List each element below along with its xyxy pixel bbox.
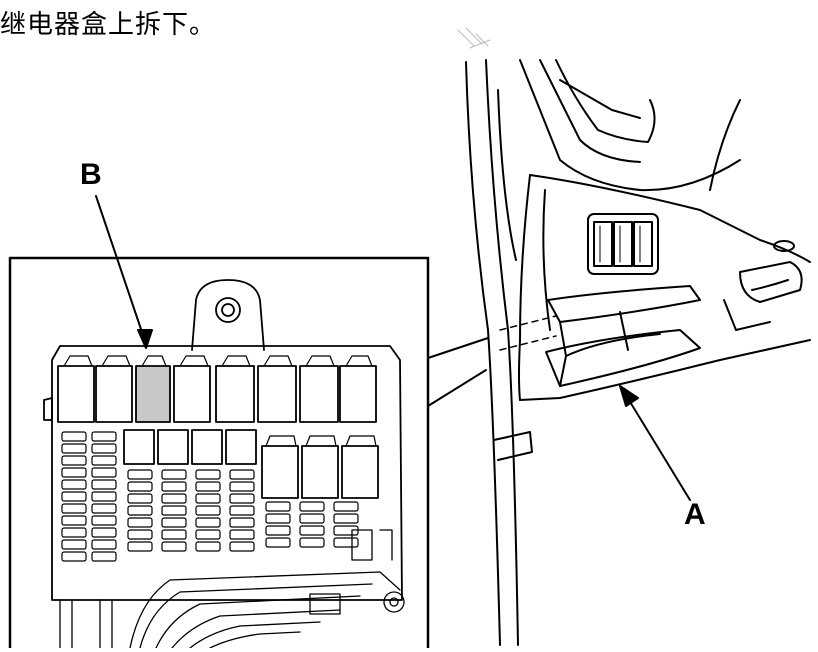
mini-fuse [265, 501, 291, 512]
mini-fuse [61, 551, 87, 562]
arrowhead-a [619, 385, 639, 407]
mini-fuse [91, 515, 117, 526]
dashed-guide-lines [499, 315, 557, 351]
mini-fuse [91, 551, 117, 562]
mini-fuse [229, 529, 255, 540]
mini-fuse [161, 469, 187, 480]
mini-fuse [195, 493, 221, 504]
dashboard-side-panel [465, 59, 811, 646]
mini-fuse [229, 517, 255, 528]
mini-fuse [229, 541, 255, 552]
mini-fuse [195, 505, 221, 516]
mini-fuse [91, 479, 117, 490]
mini-fuse [229, 481, 255, 492]
mini-fuse [91, 455, 117, 466]
middle-relays [123, 429, 379, 499]
highlighted-fuse-b [135, 365, 171, 423]
mini-fuse [91, 503, 117, 514]
mini-fuse [61, 503, 87, 514]
mini-fuse [127, 529, 153, 540]
mini-fuse [195, 481, 221, 492]
mini-fuse [127, 469, 153, 480]
mini-fuse [195, 529, 221, 540]
top-relay-row [57, 355, 377, 423]
mini-fuse [265, 513, 291, 524]
mini-fuse [333, 513, 359, 524]
mini-fuse [91, 443, 117, 454]
mini-fuse [299, 501, 325, 512]
mini-fuse [161, 541, 187, 552]
mini-fuse [299, 525, 325, 536]
mini-fuse [161, 493, 187, 504]
mini-fuse [229, 493, 255, 504]
mini-fuse [333, 537, 359, 548]
mini-fuse-columns [61, 431, 359, 562]
fuse-relay-box [43, 279, 405, 649]
mini-fuse [195, 517, 221, 528]
mini-fuse [61, 515, 87, 526]
leader-arrows [95, 195, 691, 501]
mini-fuse [61, 527, 87, 538]
mini-fuse [61, 491, 87, 502]
mini-fuse [91, 431, 117, 442]
leader-line-b [95, 195, 147, 345]
mini-fuse [299, 537, 325, 548]
callout-label-a: A [684, 498, 706, 531]
mini-fuse [195, 541, 221, 552]
mini-fuse [61, 455, 87, 466]
caption-text: 继电器盒上拆下。 [0, 10, 217, 40]
callout-label-b: B [80, 158, 102, 191]
mini-fuse [161, 529, 187, 540]
mini-fuse [229, 505, 255, 516]
mini-fuse [61, 467, 87, 478]
mini-fuse [265, 525, 291, 536]
mini-fuse [299, 513, 325, 524]
leader-line-a [623, 391, 691, 501]
mini-fuse [161, 505, 187, 516]
mini-fuse [127, 481, 153, 492]
arrowhead-b [137, 329, 153, 349]
wiring-harness [59, 529, 405, 649]
mini-fuse [91, 491, 117, 502]
mini-fuse [127, 541, 153, 552]
mini-fuse [91, 527, 117, 538]
magnified-view-frame [8, 256, 489, 650]
scan-artifact [457, 27, 491, 49]
mini-fuse [127, 493, 153, 504]
mini-fuse [127, 505, 153, 516]
mini-fuse [195, 469, 221, 480]
mini-fuse [161, 517, 187, 528]
mini-fuse [161, 481, 187, 492]
mini-fuse [61, 539, 87, 550]
mini-fuse [127, 517, 153, 528]
mini-fuse [265, 537, 291, 548]
mini-fuse [229, 469, 255, 480]
mini-fuse [91, 467, 117, 478]
mini-fuse [61, 479, 87, 490]
mini-fuse [333, 501, 359, 512]
mini-fuse [61, 431, 87, 442]
mini-fuse [61, 443, 87, 454]
mini-fuse [91, 539, 117, 550]
